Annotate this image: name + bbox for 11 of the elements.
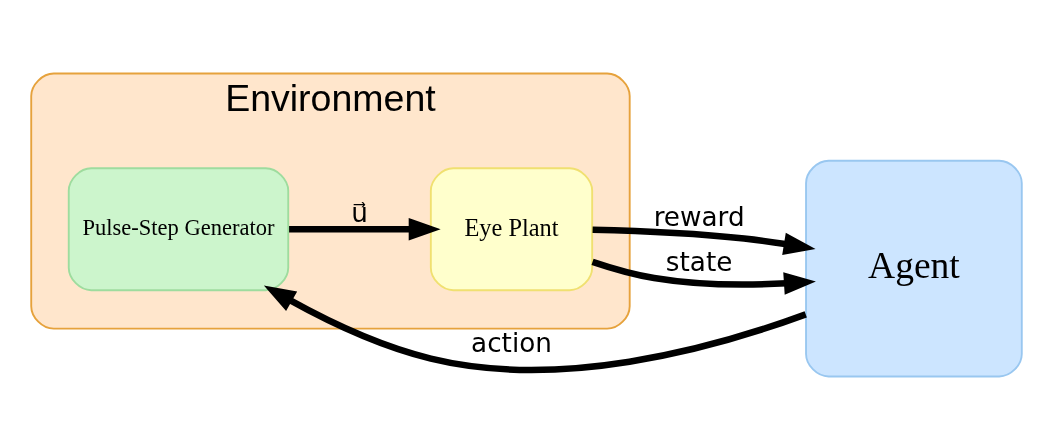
edge-label: reward: [653, 201, 745, 232]
arrow: [592, 226, 816, 255]
node-box: Pulse-Step Generator: [67, 166, 290, 291]
arrow: [591, 258, 816, 295]
node-box: Agent: [805, 159, 1023, 377]
node-box: Eye Plant: [429, 166, 594, 291]
arrow: [289, 217, 441, 240]
edge-label: u⃗: [351, 197, 368, 228]
edge-label: state: [665, 246, 733, 277]
arrow: [263, 284, 807, 373]
edge-label: action: [471, 327, 552, 358]
